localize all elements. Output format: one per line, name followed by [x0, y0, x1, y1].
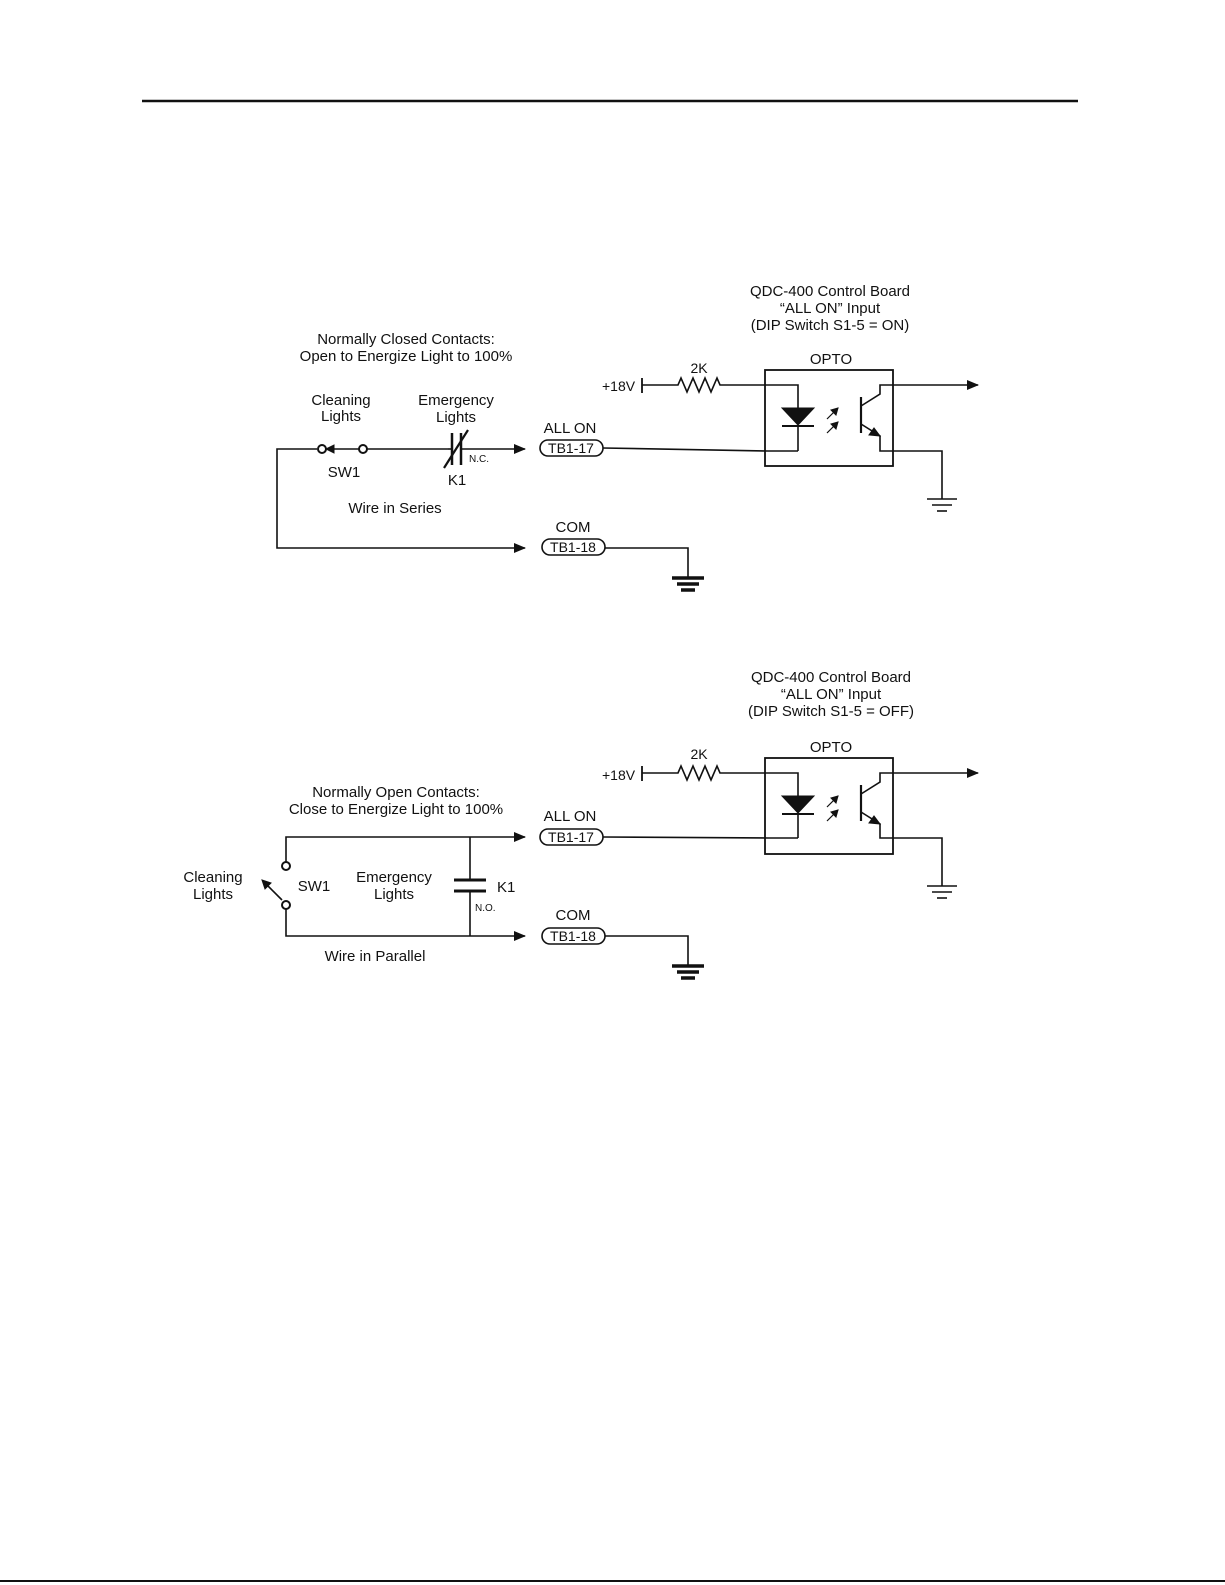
chassis-ground-icon	[672, 576, 704, 592]
opto-box	[764, 757, 894, 855]
emergency-label-1: Emergency	[356, 869, 432, 886]
cleaning-label-2: Lights	[193, 886, 233, 903]
resistor-2k-icon	[642, 763, 799, 796]
k1-label: K1	[448, 472, 466, 489]
cleaning-label-1: Cleaning	[183, 869, 242, 886]
emergency-label-2: Lights	[374, 886, 414, 903]
all-on-label: ALL ON	[544, 420, 597, 437]
tb1-17-opto-wire	[602, 836, 769, 839]
com-wire	[276, 448, 526, 553]
all-on-label: ALL ON	[544, 808, 597, 825]
all-on-feed-wire	[285, 832, 526, 862]
opto-box	[764, 369, 894, 467]
phototransistor-icon	[859, 380, 979, 499]
voltage-label: +18V	[602, 767, 636, 783]
no-label: N.O.	[475, 903, 496, 914]
k1-label: K1	[497, 879, 515, 896]
cleaning-label-2: Lights	[321, 408, 361, 425]
chassis-ground-icon	[672, 964, 704, 980]
emergency-label-2: Lights	[436, 409, 476, 426]
cleaning-label-1: Cleaning	[311, 392, 370, 409]
sw1-terminal-left	[317, 444, 327, 454]
board-title-line-2: “ALL ON” Input	[781, 686, 882, 703]
resistor-label: 2K	[690, 746, 708, 762]
light-emission-icon	[826, 795, 839, 822]
board-title-line-3: (DIP Switch S1-5 = ON)	[751, 317, 910, 334]
opto-led-icon	[768, 795, 816, 839]
signal-ground-icon	[927, 885, 957, 899]
contacts-title-line-1: Normally Open Contacts:	[312, 784, 480, 801]
wiring-note: Wire in Series	[348, 500, 441, 517]
com-ground-wire	[605, 935, 689, 965]
contacts-title-line-1: Normally Closed Contacts:	[317, 331, 495, 348]
voltage-label: +18V	[602, 378, 636, 394]
emergency-label-1: Emergency	[418, 392, 494, 409]
tb1-18-label: TB1-18	[550, 928, 596, 944]
tb1-17-label: TB1-17	[548, 440, 594, 456]
light-emission-icon	[826, 407, 839, 434]
resistor-2k-icon	[642, 375, 799, 408]
sw1-terminal-right	[358, 444, 368, 454]
signal-ground-icon	[927, 498, 957, 512]
sw1-blade	[265, 883, 283, 901]
com-label: COM	[556, 907, 591, 924]
com-ground-wire	[605, 547, 689, 577]
phototransistor-icon	[859, 768, 979, 886]
diagram-series: QDC-400 Control Board “ALL ON” Input (DI…	[276, 283, 979, 592]
sw1-label: SW1	[328, 464, 361, 481]
sw1-terminal-top	[281, 861, 291, 871]
opto-label: OPTO	[810, 351, 852, 368]
com-wire	[285, 909, 526, 941]
contacts-title-line-2: Open to Energize Light to 100%	[300, 348, 513, 365]
tb1-18-terminal	[541, 538, 606, 556]
board-title-line-1: QDC-400 Control Board	[751, 669, 911, 686]
sw1-terminal-bottom	[281, 900, 291, 910]
sw1-arrow	[261, 879, 272, 890]
board-title-line-3: (DIP Switch S1-5 = OFF)	[748, 703, 914, 720]
tb1-17-label: TB1-17	[548, 829, 594, 845]
wiring-note: Wire in Parallel	[325, 948, 426, 965]
sw1-arrow	[324, 444, 335, 454]
contacts-title-line-2: Close to Energize Light to 100%	[289, 801, 503, 818]
com-label: COM	[556, 519, 591, 536]
resistor-label: 2K	[690, 360, 708, 376]
board-title-line-1: QDC-400 Control Board	[750, 283, 910, 300]
tb1-18-label: TB1-18	[550, 539, 596, 555]
board-title-line-2: “ALL ON” Input	[780, 300, 881, 317]
tb1-17-opto-wire	[602, 447, 769, 452]
k1-no-contact	[454, 837, 486, 936]
opto-led-icon	[768, 407, 816, 452]
nc-label: N.C.	[469, 454, 489, 465]
diagram-parallel: QDC-400 Control Board “ALL ON” Input (DI…	[183, 669, 979, 980]
opto-label: OPTO	[810, 739, 852, 756]
sw1-label: SW1	[298, 878, 331, 895]
